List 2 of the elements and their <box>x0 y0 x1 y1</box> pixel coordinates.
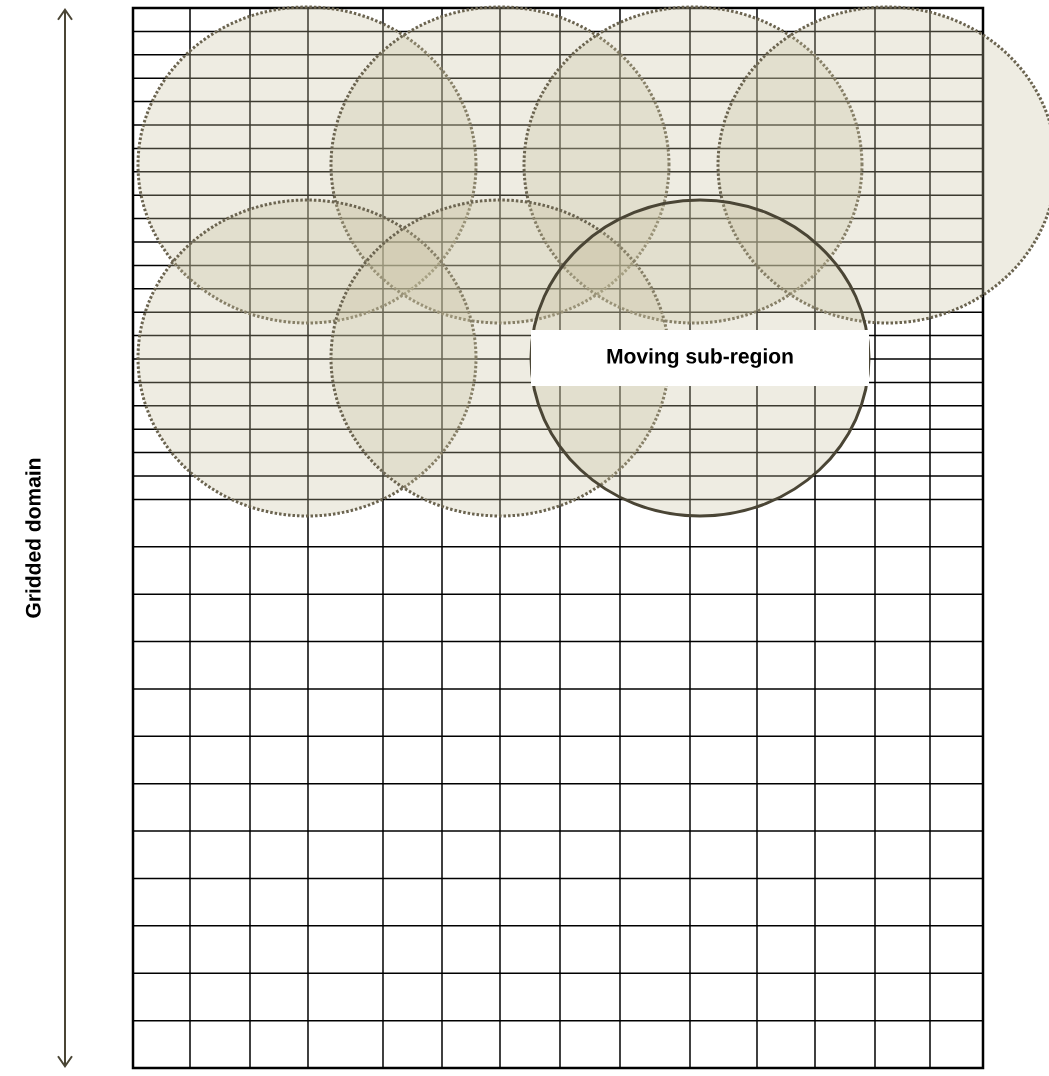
dotted-circle <box>716 5 1049 325</box>
axis-label: Gridded domain <box>25 458 41 618</box>
